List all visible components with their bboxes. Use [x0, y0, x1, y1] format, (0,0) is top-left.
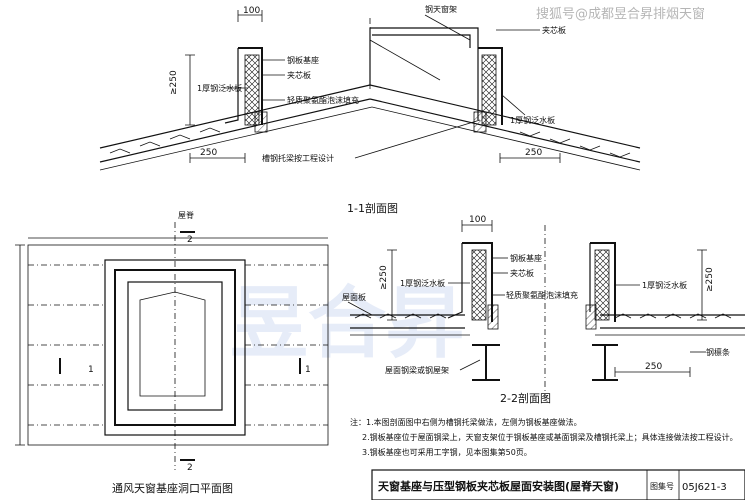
s22-dim-height: ≥250 [379, 265, 389, 290]
s11-label-core: 夹芯板 [542, 25, 566, 35]
note-2: 2.钢板基座位于屋面钢梁上，天窗支架位于钢板基座或基面钢梁及槽钢托梁上；具体连接… [362, 432, 738, 442]
s22-label-roof-beam: 屋面钢梁或钢屋架 [385, 365, 449, 375]
s11-dim-bottom-right: 250 [525, 148, 542, 158]
watermark-logo: 昱合昇 [230, 279, 464, 369]
plan-view: 屋脊 2 2 1 1 通风天窗基座洞口平面图 [15, 210, 329, 495]
s11-dim-height: ≥250 [169, 70, 179, 95]
s22-dim-top: 100 [469, 215, 486, 225]
section-2-2: 100 ≥250 ≥250 250 钢板基座 夹芯板 1厚钢泛水板 轻质聚氨酯泡… [342, 215, 745, 405]
s22-label-base-seat: 钢板基座 [510, 253, 542, 263]
s11-label-core-left: 夹芯板 [287, 70, 311, 80]
title-block-title: 天窗基座与压型钢板夹芯板屋面安装图(屋脊天窗) [378, 479, 619, 493]
s22-label-roof-panel: 屋面板 [342, 292, 366, 302]
title-block-atlas-no: 05J621-3 [682, 482, 727, 493]
title-block-atlas-label: 图集号 [650, 481, 674, 491]
s22-label-flashing: 1厚钢泛水板 [400, 278, 445, 288]
s11-dim-top: 100 [243, 6, 260, 16]
watermark: 昱合昇 搜狐号@成都昱合昇排烟天窗 [230, 6, 705, 369]
plan-title: 通风天窗基座洞口平面图 [112, 481, 233, 495]
s11-label-base-seat: 钢板基座 [287, 55, 319, 65]
section-1-1-title: 1-1剖面图 [347, 201, 398, 215]
s22-label-core: 夹芯板 [510, 268, 534, 278]
plan-sec-top: 2 [187, 235, 193, 245]
s11-label-flashing-right: 1厚钢泛水板 [510, 115, 555, 125]
note-3: 3.钢板基座也可采用工字钢，见本图集第50页。 [362, 447, 532, 457]
s11-label-purlin-note: 槽钢托梁按工程设计 [262, 153, 334, 163]
section-2-2-title: 2-2剖面图 [500, 391, 551, 405]
plan-ridge-label: 屋脊 [178, 210, 194, 220]
s11-label-steel-frame: 钢天窗架 [425, 4, 457, 14]
plan-sec-bottom: 2 [187, 463, 193, 473]
watermark-corner: 搜狐号@成都昱合昇排烟天窗 [536, 6, 705, 22]
plan-mark-right: 1 [305, 365, 311, 375]
notes: 注：1.本图剖面图中右侧为槽钢托梁做法，左侧为钢板基座做法。 2.钢板基座位于屋… [350, 417, 738, 457]
plan-mark-left: 1 [88, 365, 94, 375]
s22-label-foam: 轻质聚氨酯泡沫填充 [506, 290, 578, 300]
s22-label-flashing-right: 1厚钢泛水板 [642, 280, 687, 290]
title-block: 天窗基座与压型钢板夹芯板屋面安装图(屋脊天窗) 图集号 05J621-3 [371, 469, 745, 501]
s22-dim-bottom: 250 [645, 362, 662, 372]
s11-label-flashing: 1厚钢泛水板 [197, 83, 242, 93]
s11-dim-bottom: 250 [200, 148, 217, 158]
s11-label-foam: 轻质聚氨酯泡沫填充 [287, 95, 359, 105]
s22-dim-height-right: ≥250 [705, 267, 715, 292]
section-1-1: 100 ≥250 250 250 钢板基座 夹芯板 1厚钢泛水板 轻质聚氨酯泡沫… [99, 4, 641, 215]
note-1: 注：1.本图剖面图中右侧为槽钢托梁做法，左侧为钢板基座做法。 [350, 417, 582, 427]
s22-label-steel-strip: 钢檩条 [706, 347, 730, 357]
